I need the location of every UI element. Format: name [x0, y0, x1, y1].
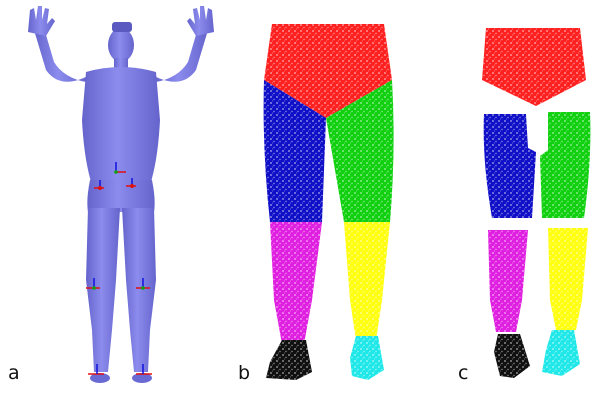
right-leg-shape	[122, 208, 156, 372]
right-arm-shape	[154, 28, 208, 82]
torso-shape	[82, 67, 160, 185]
pelvis-shape	[87, 180, 154, 212]
head-device	[112, 22, 132, 32]
panel-c-separated-legs	[482, 28, 590, 378]
neck-shape	[114, 58, 128, 68]
panel-label-a: a	[8, 364, 20, 383]
head-shape	[108, 28, 134, 62]
left-hand-shape	[28, 6, 55, 36]
panel-a-body-mesh	[28, 6, 214, 383]
right-hand-shape	[187, 6, 214, 36]
panel-b-segmented-legs	[264, 24, 394, 380]
left-arm-shape	[34, 28, 88, 82]
panel-label-b: b	[238, 364, 250, 383]
panel-label-c: c	[458, 364, 468, 383]
left-leg-shape	[86, 208, 120, 372]
